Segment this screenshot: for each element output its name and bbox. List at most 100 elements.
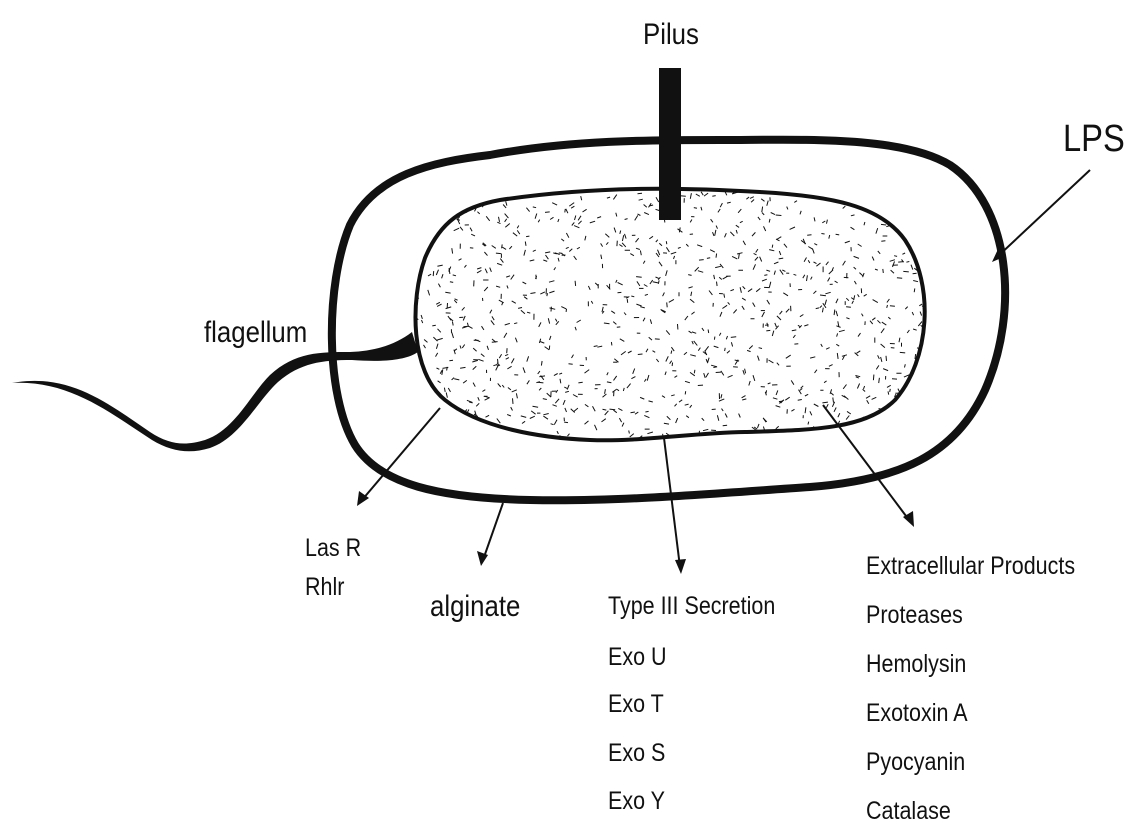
stipple-dash [932, 283, 936, 288]
stipple-dash [456, 415, 459, 420]
stipple-dash [888, 391, 889, 394]
stipple-dash [565, 209, 566, 213]
stipple-dash [694, 208, 697, 209]
stipple-dash [419, 404, 421, 409]
stipple-dash [449, 360, 453, 361]
stipple-dash [917, 421, 919, 426]
stipple-dash [627, 299, 628, 303]
stipple-dash [899, 205, 900, 211]
stipple-dash [409, 197, 414, 199]
stipple-dash [902, 406, 904, 409]
label-las-r: Las R [305, 536, 361, 561]
stipple-dash [699, 260, 704, 261]
stipple-dash [412, 202, 417, 203]
stipple-dash [564, 422, 568, 423]
stipple-dash [833, 398, 834, 403]
stipple-dash [895, 208, 896, 212]
stipple-dash [502, 244, 503, 248]
stipple-dash [915, 186, 916, 190]
stipple-dash [900, 352, 905, 353]
stipple-dash [414, 208, 415, 214]
stipple-dash [419, 406, 422, 407]
stipple-dash [903, 271, 909, 272]
stipple-dash [929, 354, 931, 357]
label-type3-heading: Type III Secretion [608, 594, 775, 619]
stipple-dash [861, 427, 865, 429]
stipple-dash [930, 351, 931, 355]
stipple-dash [797, 445, 801, 446]
stipple-dash [934, 396, 937, 400]
stipple-dash [450, 282, 453, 283]
stipple-dash [910, 199, 913, 200]
stipple-dash [417, 215, 420, 217]
stipple-dash [731, 337, 736, 338]
stipple-dash [610, 409, 616, 410]
stipple-dash [707, 258, 710, 259]
stipple-dash [924, 252, 925, 258]
stipple-dash [404, 360, 407, 365]
stipple-dash [810, 188, 815, 191]
stipple-dash [915, 377, 917, 383]
stipple-dash [928, 287, 931, 291]
stipple-dash [808, 422, 809, 425]
stipple-dash [421, 421, 425, 423]
stipple-dash [881, 224, 886, 225]
stipple-dash [432, 325, 436, 326]
stipple-dash [417, 256, 421, 260]
stipple-dash [897, 278, 902, 279]
stipple-dash [499, 193, 505, 194]
stipple-dash [798, 400, 802, 401]
stipple-dash [904, 409, 906, 412]
stipple-dash [911, 232, 915, 233]
stipple-dash [854, 440, 858, 444]
stipple-dash [406, 256, 409, 258]
label-alginate: alginate [430, 592, 520, 622]
stipple-dash [472, 440, 475, 441]
stipple-dash [498, 191, 503, 192]
stipple-dash [903, 431, 906, 433]
stipple-dash [425, 387, 430, 389]
label-exotoxin-a: Exotoxin A [866, 701, 968, 726]
flagellum [12, 332, 418, 451]
stipple-dash [928, 322, 929, 326]
stipple-dash [437, 188, 439, 191]
stipple-dash [559, 442, 560, 445]
stipple-dash [786, 443, 789, 446]
stipple-dash [778, 439, 784, 441]
stipple-dash [454, 430, 459, 431]
stipple-dash [419, 195, 420, 198]
stipple-dash [714, 337, 715, 340]
stipple-dash [919, 391, 920, 395]
stipple-dash [666, 443, 671, 445]
stipple-dash [408, 283, 409, 286]
stipple-dash [866, 203, 867, 206]
stipple-dash [924, 391, 928, 395]
stipple-dash [829, 193, 831, 196]
stipple-dash [890, 306, 895, 307]
stipple-dash [937, 429, 940, 431]
stipple-dash [809, 444, 813, 448]
stipple-dash [638, 193, 643, 194]
stipple-dash [913, 273, 917, 274]
stipple-dash [401, 314, 406, 317]
stipple-dash [545, 212, 550, 213]
stipple-dash [911, 231, 913, 237]
label-exo-s: Exo S [608, 741, 665, 766]
stipple-dash [914, 433, 917, 437]
stipple-dash [873, 201, 878, 204]
stipple-dash [834, 310, 835, 316]
stipple-dash [766, 330, 770, 331]
stipple-dash [525, 242, 526, 246]
stipple-dash [677, 439, 679, 444]
label-flagellum: flagellum [204, 318, 307, 348]
stipple-dash [678, 438, 683, 441]
stipple-dash [879, 378, 880, 383]
stipple-dash [456, 440, 460, 443]
label-proteases: Proteases [866, 603, 963, 628]
stipple-dash [629, 431, 630, 434]
stipple-dash [917, 221, 922, 223]
stipple-dash [939, 321, 942, 324]
stipple-dash [685, 391, 686, 394]
stipple-dash [667, 302, 668, 307]
stipple-dash [594, 346, 598, 347]
